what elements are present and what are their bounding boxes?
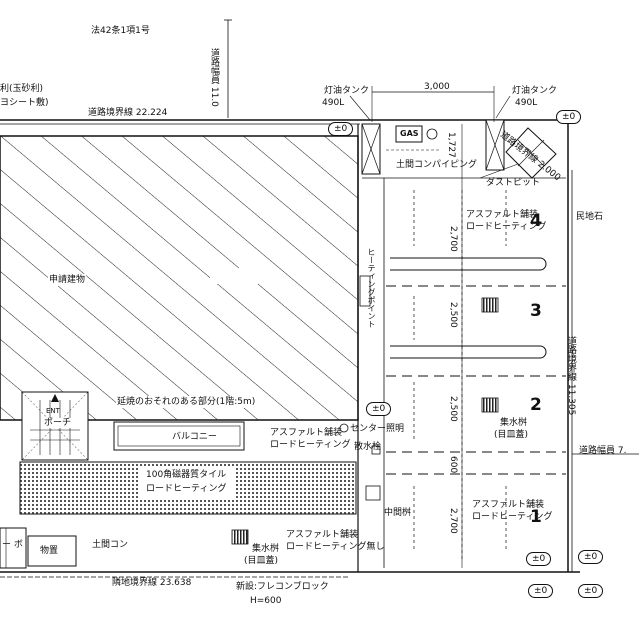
- parking-space-2: 2: [530, 395, 542, 415]
- gas-meter: [395, 125, 423, 143]
- fragment-label: ー ボ: [2, 540, 23, 550]
- fire-spread-label: 延焼のおそれのある部分(1階:5m): [116, 396, 257, 408]
- asphalt-label-4: アスファルト舗装: [466, 210, 539, 220]
- intermediate-basin: [365, 485, 381, 501]
- drain-basin-3: [481, 297, 499, 313]
- topleft-label2: ヨシート敷): [0, 98, 49, 108]
- intermediate-basin-label: 中間桝: [384, 508, 412, 518]
- dimension-2700-top: 2,700: [448, 226, 458, 252]
- drain-basin-cover-label: (目皿蓋): [494, 430, 529, 440]
- drain-basin-lower: [231, 529, 249, 545]
- parking-space-3: 3: [530, 301, 542, 321]
- kerosene-tank-left-label: 灯油タンク: [324, 86, 370, 96]
- earth-piping-label: 土間コンパイピング: [396, 160, 478, 170]
- dimension-2700-bottom: 2,700: [448, 508, 458, 534]
- earth-concrete-label: 土間コン: [92, 540, 129, 550]
- topleft-label: 利(玉砂利): [0, 84, 44, 94]
- tile-label: 100角磁器質タイル: [146, 470, 227, 480]
- center-light-label: センター照明: [350, 424, 405, 434]
- block-height-label: H=600: [250, 596, 282, 606]
- drain-basin-2: [481, 397, 499, 413]
- road-width-top: 道路幅員 11.0: [209, 48, 219, 107]
- level-marker: ±0: [328, 122, 354, 136]
- dimension-600: 600: [448, 456, 458, 474]
- kerosene-tank-left-volume: 490L: [322, 98, 345, 108]
- parking-space-1: 1: [530, 507, 542, 527]
- parking-space-4: 4: [530, 211, 542, 231]
- tile-heating-label: ロードヒーティング: [146, 484, 227, 494]
- asphalt-bottom-heating-label: ロードヒーティング: [472, 512, 553, 522]
- dimension-1727: 1,727: [446, 132, 456, 158]
- neighbor-boundary-label: 隣地境界線 23.638: [112, 578, 192, 588]
- kerosene-tank-right-volume: 490L: [515, 98, 538, 108]
- balcony-label: バルコニー: [172, 432, 217, 442]
- gas-label: GAS: [400, 129, 419, 138]
- balcony: [113, 421, 245, 451]
- porch-label: ポーチ: [44, 418, 72, 428]
- drain-basin-lower-label: 集水桝: [252, 544, 280, 554]
- drain-basin-lower-cover-label: (目皿蓋): [244, 556, 279, 566]
- level-marker: ±0: [578, 550, 604, 564]
- new-block-label: 新設:フレコンブロック: [236, 582, 329, 592]
- legal-ref: 法42条1項1号: [91, 26, 150, 36]
- level-marker: ±0: [366, 402, 392, 416]
- curb-label: 民地石: [576, 212, 604, 222]
- hydrant-label: 散水栓: [354, 442, 382, 452]
- level-marker: ±0: [556, 110, 582, 124]
- dimension-2500-b: 2,500: [448, 396, 458, 422]
- road-boundary-top-label: 道路境界線 22.224: [88, 108, 168, 118]
- road-boundary-right-label: 道路境界線 11.305: [566, 336, 576, 416]
- heating-point-label: ヒーティングポイント: [367, 248, 376, 328]
- kerosene-tank-right-label: 灯油タンク: [512, 86, 558, 96]
- asphalt-heating-label-4: ロードヒーティング: [466, 222, 547, 232]
- asphalt-no-heating-label: アスファルト舗装: [286, 530, 359, 540]
- asphalt-mid-heating-label: ロードヒーティング: [270, 440, 351, 450]
- porch-ent-label: ENT: [46, 407, 60, 415]
- level-marker: ±0: [528, 584, 554, 598]
- level-marker: ±0: [578, 584, 604, 598]
- dimension-3000: 3,000: [424, 82, 450, 92]
- level-marker: ±0: [526, 552, 552, 566]
- asphalt-no-heating-sub-label: ロードヒーティング無し: [286, 542, 385, 552]
- dust-pit-label: ダストピット: [486, 178, 541, 188]
- asphalt-bottom-label: アスファルト舗装: [472, 500, 545, 510]
- storage-label: 物置: [40, 546, 59, 556]
- asphalt-mid-label: アスファルト舗装: [270, 428, 343, 438]
- drain-basin-label: 集水桝: [500, 418, 528, 428]
- building-label: 申請建物: [48, 274, 87, 286]
- road-width-right-label: 道路幅員 7.: [579, 446, 627, 456]
- dimension-2500-a: 2,500: [448, 302, 458, 328]
- storage-shed: [27, 535, 77, 567]
